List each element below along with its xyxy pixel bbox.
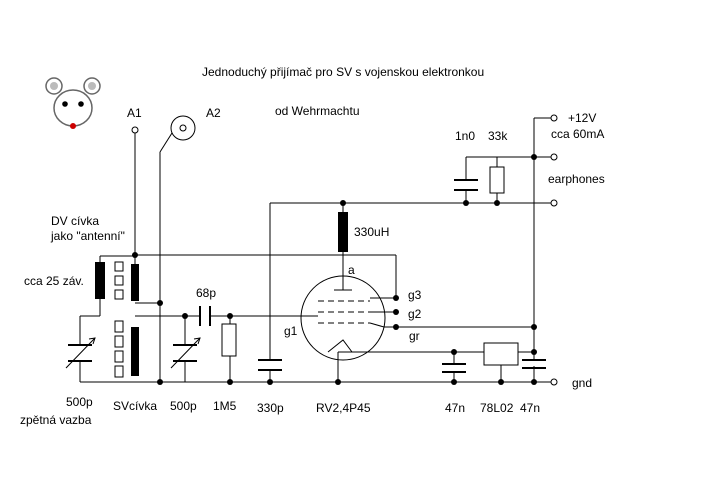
dv-coil-label-2: jako "antenní" <box>50 229 125 243</box>
feedback-label: zpětná vazba <box>20 413 92 427</box>
supply-current-label: cca 60mA <box>551 127 604 141</box>
tuning-variable-capacitor <box>170 337 201 369</box>
dv-coil-label: DV cívka <box>51 214 99 228</box>
vacuum-tube <box>298 275 386 361</box>
grid-resistor <box>221 323 237 357</box>
reg-input-cap-label: 47n <box>445 401 465 415</box>
pin-g1-label: g1 <box>284 324 298 338</box>
antenna-a2-socket <box>170 115 196 141</box>
earphone-terminal-1 <box>550 153 558 161</box>
page-title: Jednoduchý přijímač pro SV s vojenskou e… <box>202 65 484 79</box>
feedback-cap-label: 500p <box>66 395 93 409</box>
tube-label: RV2,4P45 <box>316 401 371 415</box>
reg-output-cap-label: 47n <box>520 401 540 415</box>
antenna-a1-terminal <box>131 126 139 134</box>
regulator-label: 78L02 <box>480 401 514 415</box>
mouse-logo-icon <box>45 77 101 129</box>
grid-capacitor <box>199 306 211 326</box>
grid-resistor-label: 1M5 <box>213 399 237 413</box>
gnd-terminal <box>550 378 558 386</box>
phone-cap-label: 1n0 <box>455 129 475 143</box>
pin-gr-label: gr <box>409 329 420 343</box>
regulator <box>483 342 519 366</box>
junction-dots <box>132 154 537 385</box>
choke <box>338 212 348 252</box>
grid-cap-label: 68p <box>196 286 216 300</box>
supply-terminal <box>550 114 558 122</box>
turns-label: cca 25 záv. <box>24 274 84 288</box>
pin-a-label: a <box>348 263 355 277</box>
sv-coil-label: SVcívka <box>113 399 157 413</box>
regulator-input-capacitor <box>442 363 466 373</box>
pin-g3-label: g3 <box>408 288 422 302</box>
choke-label: 330uH <box>354 225 389 239</box>
pin-g2-label: g2 <box>408 307 422 321</box>
earphone-terminal-2 <box>550 199 558 207</box>
supply-voltage-label: +12V <box>568 111 596 125</box>
feedback-variable-capacitor <box>65 337 96 369</box>
wiring <box>79 117 551 383</box>
antenna-a1-label: A1 <box>127 106 142 120</box>
gnd-label: gnd <box>572 376 592 390</box>
antenna-a2-label: A2 <box>206 106 221 120</box>
page-subtitle: od Wehrmachtu <box>275 104 360 118</box>
bypass-cap-label: 330p <box>257 401 284 415</box>
phone-capacitor <box>454 179 478 191</box>
tuning-cap-label: 500p <box>170 399 197 413</box>
earphones-label: earphones <box>548 172 605 186</box>
phone-resistor-label: 33k <box>488 129 508 143</box>
sv-coil <box>114 320 139 378</box>
phone-resistor <box>489 166 505 194</box>
bypass-capacitor <box>258 359 282 371</box>
regulator-output-capacitor <box>522 359 546 369</box>
dv-coil <box>95 261 139 301</box>
